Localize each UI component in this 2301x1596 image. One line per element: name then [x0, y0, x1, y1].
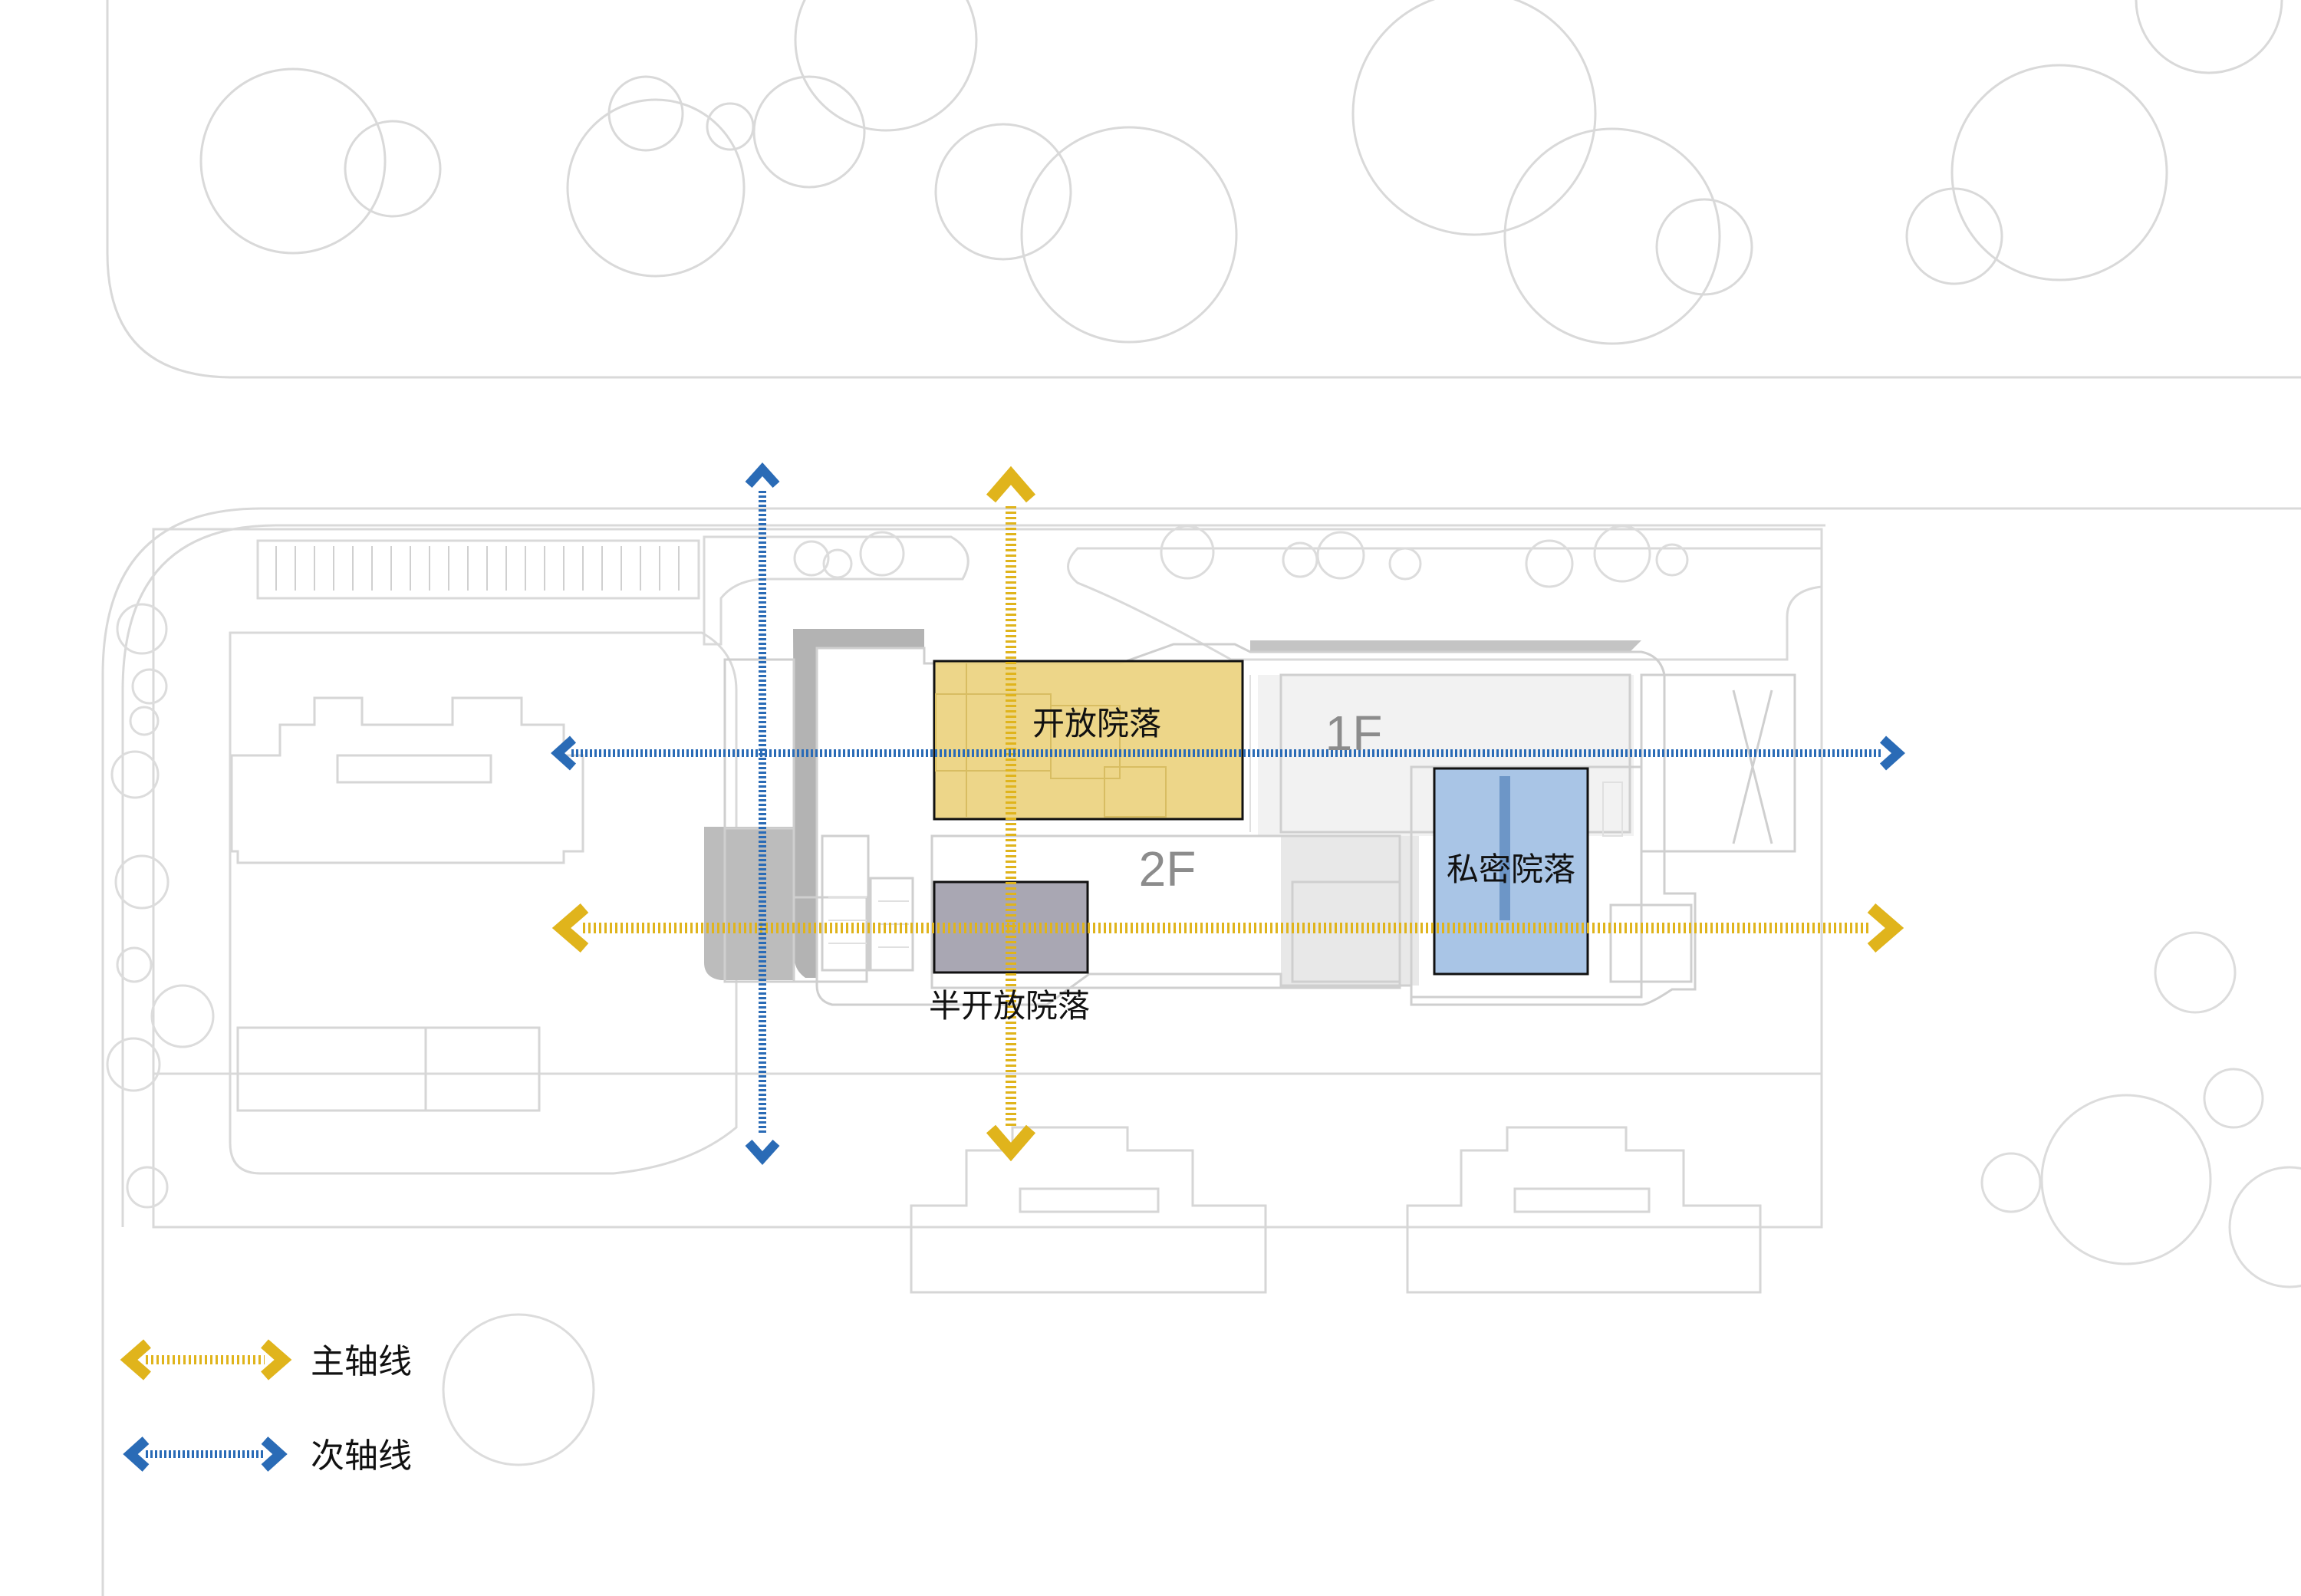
residential-block-south-b-inner — [1513, 1187, 1651, 1213]
street-trees — [106, 525, 2301, 1466]
residential-block-south-a-inner — [1019, 1187, 1160, 1213]
inner-road-line — [121, 524, 1825, 1227]
fence-posts — [275, 546, 680, 591]
private-courtyard-zone — [1433, 767, 1589, 976]
legend-primary-head-left — [120, 1339, 151, 1380]
primary-axis-horizontal — [551, 903, 1904, 953]
north-planter-left — [703, 535, 969, 646]
legend-primary-label: 主轴线 — [311, 1342, 412, 1381]
courtyard-lot — [152, 528, 1823, 1229]
primary-axis-vertical-head-bottom — [986, 1124, 1036, 1162]
upper-park-boundary — [106, 0, 2301, 379]
stair-block-west — [821, 834, 870, 972]
building-outline — [815, 643, 1697, 1006]
primary-axis-horizontal-head-left — [551, 903, 589, 953]
parking-block-left — [236, 1026, 427, 1112]
north-planter-right — [1067, 547, 1823, 661]
primary-axis-vertical — [986, 466, 1036, 1162]
private-court-frame — [1410, 765, 1643, 999]
legend-secondary-axis: 次轴线 — [123, 1436, 412, 1476]
parking-block-right — [424, 1026, 541, 1112]
axes — [551, 462, 1905, 1165]
open-courtyard-zone — [933, 660, 1244, 821]
building-shadow-east — [1281, 836, 1419, 986]
upper-park — [106, 0, 2301, 379]
legend-secondary-label: 次轴线 — [311, 1436, 412, 1476]
residential-block-west — [230, 696, 584, 864]
residential-buildings — [230, 696, 1762, 1294]
semi-open-courtyard-label: 半开放院落 — [929, 987, 1090, 1025]
court-annex — [1609, 903, 1693, 983]
east-wing — [1640, 673, 1796, 853]
legend-secondary-head-right — [261, 1436, 288, 1472]
building-shadow-west — [793, 629, 924, 978]
west-lot — [229, 631, 738, 1175]
residential-block-west-inner — [336, 754, 492, 784]
legend-primary-axis: 主轴线 — [120, 1339, 412, 1381]
primary-axis-vertical-head-top — [986, 466, 1036, 503]
private-courtyard-wall — [1499, 776, 1510, 920]
open-courtyard-linework — [935, 663, 1167, 818]
tree-canopies-north — [199, 0, 2283, 345]
primary-axis-horizontal-head-right — [1867, 903, 1904, 953]
main-building — [704, 629, 1796, 1006]
residential-block-south-a — [910, 1126, 1267, 1294]
building-shadow-sw — [704, 827, 794, 980]
building-shadow-north — [1250, 640, 1641, 652]
private-courtyard-label: 私密院落 — [1447, 851, 1575, 888]
legend: 主轴线 次轴线 — [120, 1339, 412, 1476]
open-courtyard-label: 开放院落 — [1032, 705, 1161, 742]
legend-secondary-head-left — [123, 1436, 150, 1472]
secondary-axis-vertical — [745, 462, 780, 1165]
secondary-axis-horizontal-head-right — [1879, 735, 1905, 771]
north-fence — [256, 539, 700, 600]
secondary-axis-horizontal-head-left — [551, 735, 577, 771]
residential-block-south-b — [1406, 1126, 1762, 1294]
legend-primary-head-right — [261, 1339, 292, 1380]
floor-label-2f: 2F — [1139, 841, 1197, 897]
secondary-axis-horizontal — [551, 735, 1905, 771]
site-outline — [101, 507, 2301, 1596]
secondary-axis-vertical-head-bottom — [745, 1139, 780, 1165]
outer-site-boundary — [101, 507, 2301, 1596]
secondary-axis-vertical-head-top — [745, 462, 780, 489]
east-wing-wedge — [1732, 689, 1773, 844]
labels: 开放院落 半开放院落 私密院落 1F 2F — [929, 705, 1575, 1025]
floor-label-1f: 1F — [1325, 706, 1383, 761]
